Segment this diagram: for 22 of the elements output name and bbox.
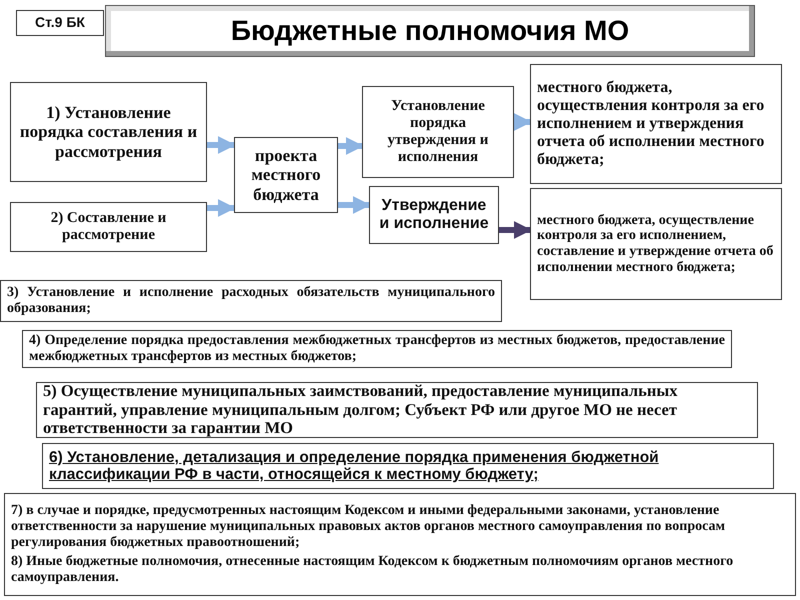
arrow	[338, 196, 371, 214]
text-box: 1) Установление порядка составления и рассмотрения	[10, 82, 207, 182]
arrow	[499, 221, 532, 239]
arrow	[207, 136, 236, 154]
text-box: 3) Установление и исполнение расходных обязательств муниципального образования;	[0, 280, 502, 322]
arrow	[514, 113, 532, 131]
text-box: Ст.9 БК	[16, 10, 104, 36]
item-text: 7) в случае и порядке, предусмотренных настоящим Кодексом и иными федеральными законами, установление ответственности за нарушение муниципальных правовых актов органов местного самоуправления по вопросам регулирования бюджетных правоотношений;	[11, 503, 726, 550]
text-box: Утверждение и исполнение	[369, 186, 499, 244]
text-box: местного бюджета, осуществления контроля за его исполнением и утверждения отчета об исполнении местного бюджета;	[530, 64, 782, 184]
text-box: Установление порядка утверждения и исполнения	[362, 86, 514, 178]
text-box: 4) Определение порядка предоставления межбюджетных трансфертов из местных бюджетов, предоставление межбюджетных трансфертов из местных бюджетов;	[22, 330, 732, 368]
text-box: 6) Установление, детализация и определение порядка применения бюджетной классификации РФ в части, относящейся к местному бюджету;	[42, 443, 774, 489]
text-box	[4, 493, 796, 596]
arrow	[207, 199, 236, 217]
text-box: 2) Составление и рассмотрение	[10, 202, 207, 252]
title-banner: Бюджетные полномочия МО	[105, 5, 755, 57]
item-text: 8) Иные бюджетные полномочия, отнесенные настоящим Кодексом к бюджетным полномочиям органов местного самоуправления.	[11, 554, 734, 586]
text-box: местного бюджета, осуществление контроля за его исполнением, составление и утверждение отчета об исполнении местного бюджета;	[530, 188, 782, 300]
text-box: 5) Осуществление муниципальных заимствований, предоставление муниципальных гарантий, управление муниципальным долгом; Субъект РФ или другое МО не несет ответственности за гарантии МО	[36, 382, 758, 438]
arrow	[338, 137, 364, 155]
text-box: проекта местного бюджета	[234, 137, 338, 213]
